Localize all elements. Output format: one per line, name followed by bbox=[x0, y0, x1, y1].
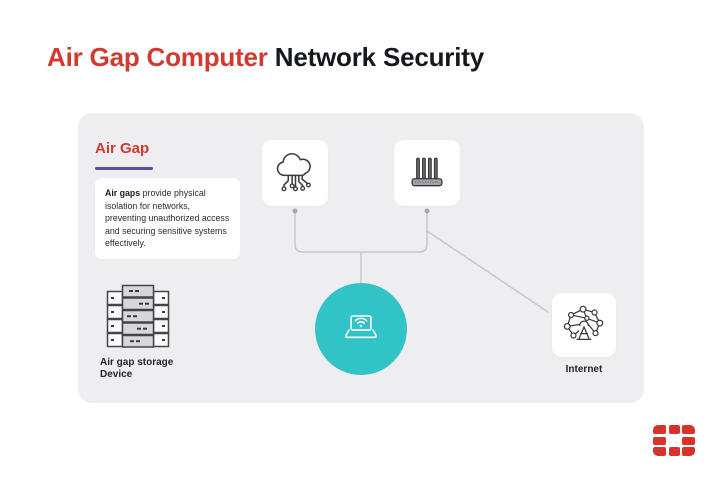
cloud-router-connector bbox=[294, 212, 428, 253]
storage-label-line1: Air gap storage bbox=[100, 357, 174, 368]
airgap-diagram-panel: Air Gap Air gaps provide physical isolat… bbox=[78, 113, 644, 403]
internet-node-card bbox=[552, 293, 616, 357]
router-internet-connector bbox=[426, 230, 549, 313]
internet-label: Internet bbox=[565, 364, 603, 375]
router-icon bbox=[411, 157, 443, 187]
cloud-connector-dot bbox=[292, 208, 298, 214]
globe-network-icon bbox=[563, 305, 604, 340]
router-connector-dot bbox=[424, 208, 430, 214]
server-rack-icon bbox=[106, 284, 170, 348]
airgapped-computer-hub bbox=[315, 283, 407, 375]
description-body: provide physical isolation for networks,… bbox=[105, 188, 230, 249]
page-title-rest: Network Security bbox=[267, 42, 484, 72]
description-lead: Air gaps bbox=[105, 188, 141, 198]
storage-label: Air gap storage Device bbox=[100, 357, 173, 380]
airgap-description-card: Air gaps provide physical isolation for … bbox=[95, 178, 240, 259]
section-underline bbox=[95, 167, 153, 170]
section-label: Air Gap bbox=[95, 140, 150, 157]
cloud-circuit-icon bbox=[276, 153, 311, 192]
fortinet-logo bbox=[653, 425, 695, 456]
router-node-card bbox=[394, 140, 460, 206]
laptop-wifi-icon bbox=[344, 315, 378, 339]
cloud-node-card bbox=[262, 140, 328, 206]
page-title: Air Gap Computer Network Security bbox=[47, 42, 484, 73]
storage-label-line2: Device bbox=[100, 368, 133, 380]
page-title-highlight: Air Gap Computer bbox=[47, 42, 268, 72]
storage-node bbox=[102, 283, 174, 358]
